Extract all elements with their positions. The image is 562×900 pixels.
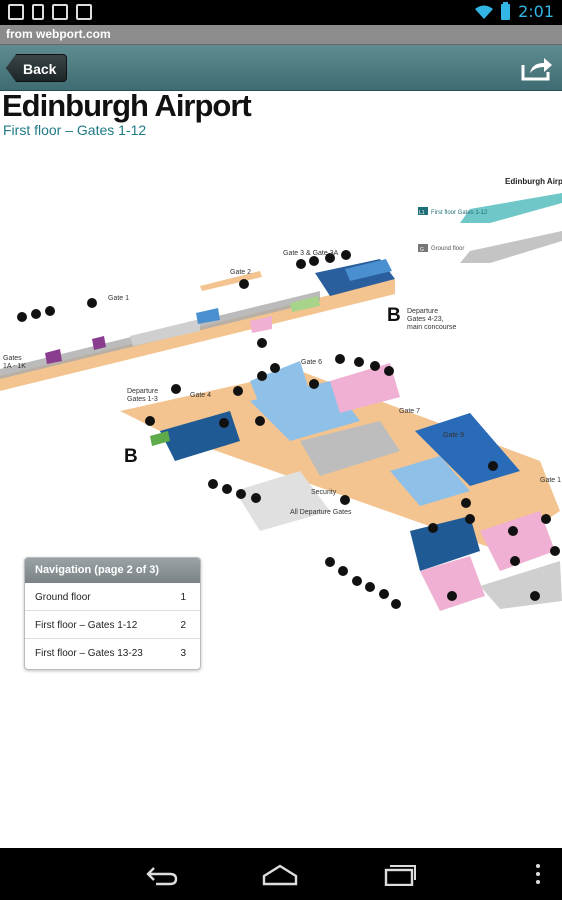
upper-pier-block — [130, 319, 200, 346]
legend-heading: Edinburgh Airp — [505, 177, 562, 186]
gate-labels: Gate 1 Gate 2 Gate 3 & Gate 3A Gate 4 Ga… — [3, 250, 561, 516]
url-bar: from webport.com — [0, 25, 562, 45]
upper-pier — [0, 279, 395, 391]
gallery-icon — [8, 4, 24, 20]
green-marker — [150, 431, 170, 446]
nav-item-page: 2 — [180, 620, 186, 631]
label-gate6: Gate 6 — [301, 359, 322, 366]
label-b-lower: B — [124, 446, 138, 467]
nav-item-label: First floor – Gates 13-23 — [35, 648, 143, 659]
legend-g-tag-text: G — [420, 247, 424, 253]
nav-item-first-floor-1-12[interactable]: First floor – Gates 1-12 2 — [25, 611, 200, 639]
ground-plaza — [235, 471, 330, 531]
status-bar: 2:01 — [0, 0, 562, 25]
nav-item-page: 3 — [180, 648, 186, 659]
wifi-icon — [475, 5, 494, 19]
upper-pier-green — [290, 296, 320, 312]
upper-pier-shop — [196, 308, 220, 324]
label-gate2: Gate 2 — [230, 269, 251, 276]
pink-zone-right — [480, 511, 555, 571]
page-title: Edinburgh Airport — [2, 91, 252, 123]
airport-map[interactable]: Edinburgh Airp L1 First floor Gates 1-12… — [0, 131, 562, 611]
security-zone — [300, 421, 400, 476]
label-departure423-a: Departure — [407, 308, 438, 315]
gate2-walkway — [200, 271, 262, 291]
url-text: from webport.com — [6, 27, 111, 41]
label-departure423-c: main concourse — [407, 324, 457, 331]
legend-floor1-shape — [460, 193, 562, 223]
clock: 2:01 — [518, 2, 554, 21]
content-area[interactable]: Edinburgh Airport First floor – Gates 1-… — [0, 91, 562, 848]
label-security: Security — [311, 489, 337, 496]
label-gates1a: Gates — [3, 355, 22, 362]
facility-icons — [17, 250, 560, 609]
system-nav-bar — [0, 848, 562, 900]
dark-block-lower — [410, 516, 480, 571]
navigation-panel: Navigation (page 2 of 3) Ground floor 1 … — [24, 557, 201, 670]
label-gates1a-range: 1A - 1K — [3, 363, 26, 370]
label-gate9: Gate 9 — [443, 432, 464, 439]
label-gate7: Gate 7 — [399, 408, 420, 415]
back-button[interactable]: Back — [6, 54, 68, 82]
legend-ground-shape — [460, 231, 562, 263]
label-departure423-b: Gates 4-23, — [407, 316, 444, 323]
nav-item-page: 1 — [180, 592, 186, 603]
label-gate1x: Gate 1 — [540, 477, 561, 484]
recent-apps-icon[interactable] — [382, 862, 418, 886]
upper-pier-blue — [345, 259, 392, 281]
legend-g-tag — [418, 244, 428, 252]
label-departure13-b: Gates 1-3 — [127, 396, 158, 403]
nav-item-label: First floor – Gates 1-12 — [35, 620, 138, 631]
home-icon[interactable] — [262, 862, 298, 886]
legend-l1-tag — [418, 207, 428, 215]
page-subtitle: First floor – Gates 1-12 — [3, 122, 147, 138]
upper-pier-purple — [45, 349, 62, 364]
label-gate3: Gate 3 & Gate 3A — [283, 250, 339, 257]
nav-item-ground-floor[interactable]: Ground floor 1 — [25, 583, 200, 611]
navigation-heading: Navigation (page 2 of 3) — [25, 558, 200, 583]
app-header: Back — [0, 45, 562, 91]
pink-zone — [330, 363, 400, 413]
upper-pier-pink — [250, 316, 272, 333]
battery-icon — [501, 1, 511, 20]
nav-item-label: Ground floor — [35, 592, 91, 603]
label-b-upper: B — [387, 305, 401, 326]
blue-zone-lower — [390, 456, 470, 506]
label-gate4: Gate 4 — [190, 392, 211, 399]
pink-zone-lower — [420, 556, 485, 611]
phone-icon — [32, 4, 44, 20]
share-icon[interactable] — [520, 55, 554, 81]
legend-l1-tag-text: L1 — [419, 210, 425, 216]
play-store-icon — [76, 4, 92, 20]
gate6-blue — [250, 361, 310, 406]
label-gate1: Gate 1 — [108, 295, 129, 302]
label-departure13-a: Departure — [127, 388, 158, 395]
legend-ground-label: Ground floor — [431, 246, 464, 252]
upper-pier-purple2 — [92, 336, 106, 350]
grey-zone-right — [480, 561, 562, 609]
nav-item-first-floor-13-23[interactable]: First floor – Gates 13-23 3 — [25, 639, 200, 667]
menu-icon[interactable] — [520, 862, 556, 886]
back-icon[interactable] — [144, 862, 180, 886]
play-store-icon — [52, 4, 68, 20]
legend-floor1-label: First floor Gates 1-12 — [431, 210, 488, 216]
label-all-departures: All Departure Gates — [290, 509, 352, 516]
